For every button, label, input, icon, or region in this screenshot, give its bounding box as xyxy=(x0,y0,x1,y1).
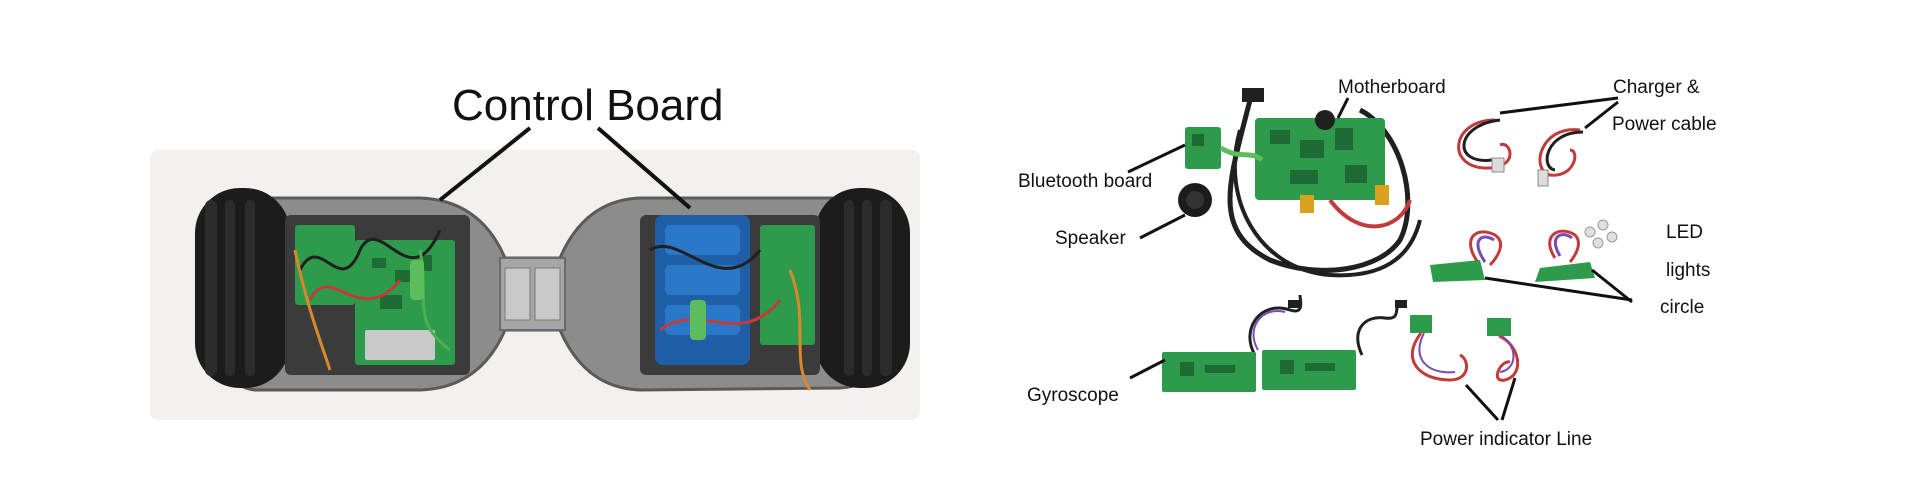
label-circle: circle xyxy=(1660,297,1705,318)
leader-speaker xyxy=(1139,213,1186,240)
right-pcb xyxy=(760,225,815,345)
label-led: LED xyxy=(1666,222,1703,243)
charger-cable-icon xyxy=(1457,118,1584,177)
speaker-icon xyxy=(1178,183,1212,217)
leader-power-b xyxy=(1500,377,1517,421)
control-board-title: Control Board xyxy=(452,81,724,130)
power-indicator-icon xyxy=(1410,315,1520,382)
leader-led-a xyxy=(1484,276,1633,302)
leader-lines xyxy=(1127,96,1633,422)
parts-illustration xyxy=(1127,88,1633,422)
bluetooth-board-icon xyxy=(1185,127,1264,169)
label-gyroscope: Gyroscope xyxy=(1027,385,1119,406)
control-board-leader-right xyxy=(596,126,692,210)
label-charger-line1: Charger & xyxy=(1613,77,1700,98)
label-charger-line2: Power cable xyxy=(1612,114,1717,135)
led-lights-icon xyxy=(1430,219,1618,282)
leader-gyroscope xyxy=(1129,358,1166,380)
motherboard-icon xyxy=(1227,88,1422,278)
label-motherboard: Motherboard xyxy=(1338,77,1446,98)
label-speaker: Speaker xyxy=(1055,228,1126,249)
hoverboard-illustration xyxy=(150,126,920,420)
label-power-indicator-line: Power indicator Line xyxy=(1420,429,1593,450)
label-lights: lights xyxy=(1666,260,1711,281)
label-bluetooth-board: Bluetooth board xyxy=(1018,171,1153,192)
leader-motherboard xyxy=(1336,97,1350,119)
battery-pack xyxy=(655,215,750,365)
left-pcb xyxy=(295,225,355,305)
leader-led-b xyxy=(1591,268,1633,304)
leader-charger-b xyxy=(1584,100,1619,130)
leader-power-a xyxy=(1464,383,1500,422)
right-wheel-icon xyxy=(815,188,910,388)
leader-charger-a xyxy=(1499,96,1619,115)
left-wheel-icon xyxy=(195,188,290,388)
control-board-leader-left xyxy=(438,126,532,202)
gyroscope-boards-icon xyxy=(1162,294,1407,392)
leader-bluetooth xyxy=(1127,143,1186,174)
